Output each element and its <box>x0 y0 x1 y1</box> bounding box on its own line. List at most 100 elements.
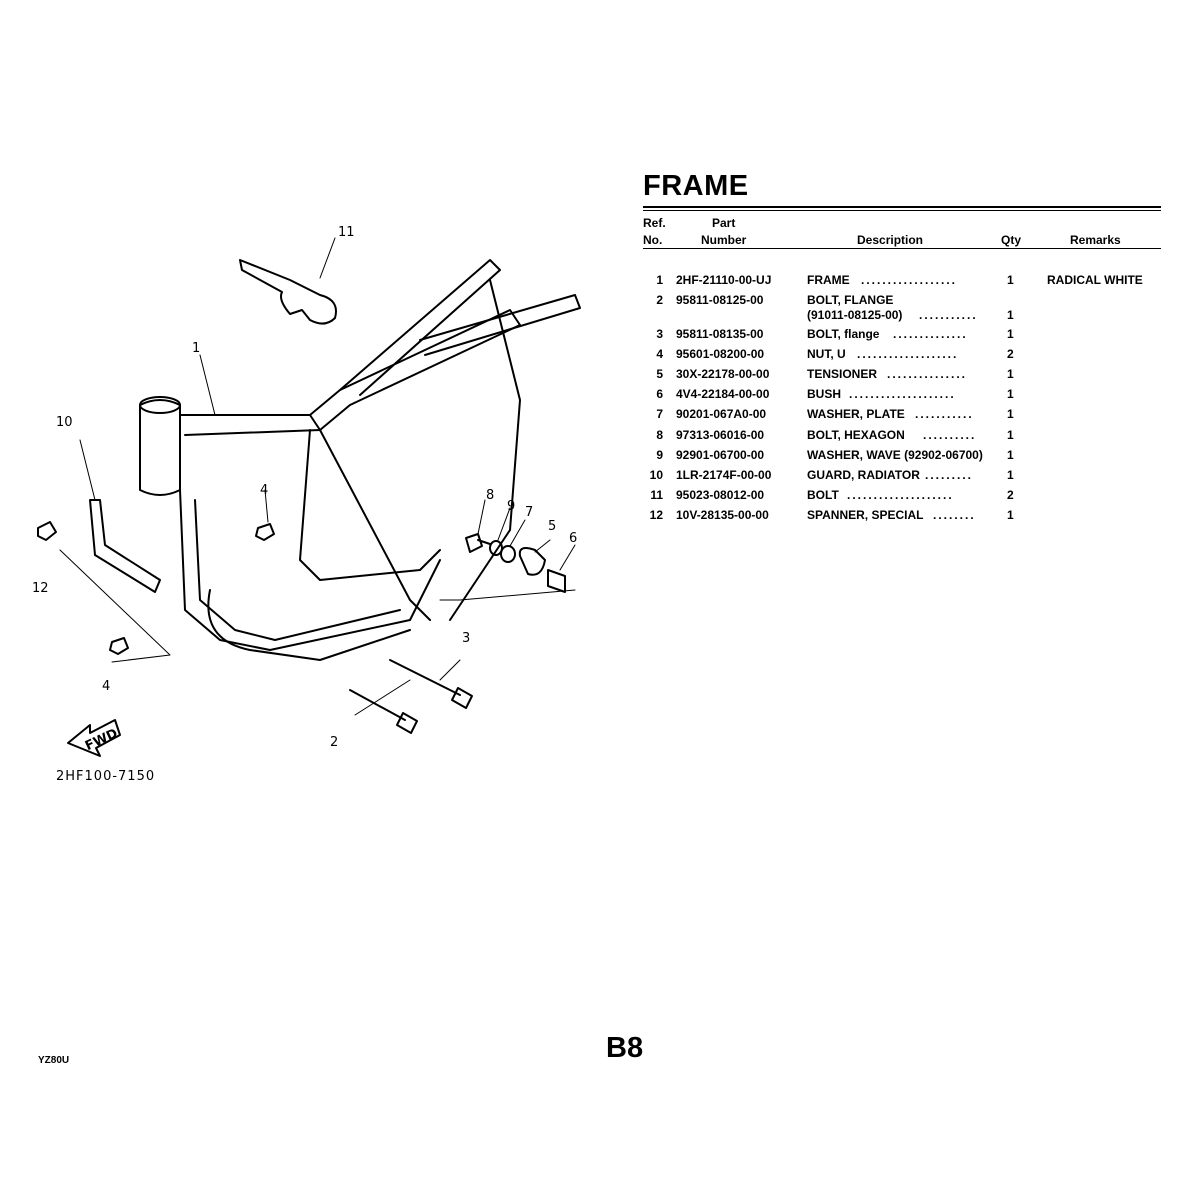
description: BUSH <box>807 387 842 401</box>
bolt-8-drawing <box>465 533 491 553</box>
description: FRAME <box>807 273 850 287</box>
table-row: 11 95023-08012-00 BOLT .................… <box>643 488 1161 508</box>
table-row: 9 92901-06700-00 WASHER, WAVE (92902-067… <box>643 448 1161 468</box>
bolt-2-drawing <box>349 689 406 721</box>
table-row: 1 2HF-21110-00-UJ FRAME ................… <box>643 273 1161 293</box>
nut-4-upper-drawing <box>255 523 275 541</box>
callout-1: 1 <box>192 341 200 356</box>
fwd-arrow <box>67 719 121 757</box>
callout-3: 3 <box>462 631 470 646</box>
description: TENSIONER <box>807 367 878 381</box>
main-frame-drawing <box>179 309 521 436</box>
header-part-line1: Part <box>712 216 736 230</box>
model-code: YZ80U <box>38 1055 70 1066</box>
radiator-guard-drawing <box>89 499 161 593</box>
table-row: 12 10V-28135-00-00 SPANNER, SPECIAL ....… <box>643 508 1161 528</box>
table-row: 3 95811-08135-00 BOLT, flange ..........… <box>643 327 1161 347</box>
ref-no: 6 <box>656 387 663 401</box>
callout-4-upper: 4 <box>260 483 268 498</box>
dot-leader: ........... <box>919 308 978 322</box>
table-row: 7 90201-067A0-00 WASHER, PLATE .........… <box>643 407 1161 427</box>
description-note: (91011-08125-00) <box>807 308 903 322</box>
ref-no: 11 <box>650 488 663 502</box>
part-number: 30X-22178-00-00 <box>676 367 770 381</box>
ref-no: 8 <box>656 428 663 442</box>
part-number: 95023-08012-00 <box>676 488 765 502</box>
dot-leader: .................. <box>861 273 958 287</box>
dot-leader: ........ <box>933 508 976 522</box>
qty: 1 <box>1007 273 1014 287</box>
description: BOLT, FLANGE <box>807 293 894 307</box>
description: SPANNER, SPECIAL <box>807 508 924 522</box>
callout-11: 12 <box>32 581 49 596</box>
callout-2: 2 <box>330 735 338 750</box>
callout-4-lower: 4 <box>102 679 110 694</box>
qty: 1 <box>1007 308 1014 322</box>
washer-9-drawing <box>489 540 503 556</box>
header-part-line2: Number <box>701 233 747 247</box>
header-rule <box>643 248 1161 249</box>
dot-leader: ........... <box>915 407 974 421</box>
table-row: 10 1LR-2174F-00-00 GUARD, RADIATOR .....… <box>643 468 1161 488</box>
part-number: 92901-06700-00 <box>676 448 765 462</box>
description: BOLT, flange <box>807 327 880 341</box>
table-row: 5 30X-22178-00-00 TENSIONER ............… <box>643 367 1161 387</box>
dot-leader: ................... <box>857 347 959 361</box>
callout-8: 8 <box>486 488 494 503</box>
ref-no: 9 <box>656 448 663 462</box>
remarks: RADICAL WHITE <box>1047 273 1143 287</box>
part-number: 1LR-2174F-00-00 <box>676 468 772 482</box>
head-tube-drawing <box>139 399 181 496</box>
description: NUT, U <box>807 347 846 361</box>
callout-10: 10 <box>56 415 73 430</box>
callout-12: 11 <box>338 225 355 240</box>
part-number: 90201-067A0-00 <box>676 407 767 421</box>
callout-7: 7 <box>525 505 533 520</box>
bolt-3-drawing <box>389 659 461 696</box>
dot-leader: ............... <box>887 367 968 381</box>
dot-leader: .................... <box>849 387 956 401</box>
ref-no: 7 <box>656 407 663 421</box>
qty: 1 <box>1007 387 1014 401</box>
ref-no: 10 <box>649 468 663 482</box>
qty: 1 <box>1007 468 1014 482</box>
ref-no: 12 <box>649 508 663 522</box>
part-number: 2HF-21110-00-UJ <box>676 273 772 287</box>
qty: 1 <box>1007 367 1014 381</box>
qty: 1 <box>1007 448 1014 462</box>
header-ref-line2: No. <box>643 233 663 247</box>
page-title: FRAME <box>643 170 749 202</box>
qty: 1 <box>1007 327 1014 341</box>
dot-leader: .................... <box>847 488 954 502</box>
qty: 1 <box>1007 407 1014 421</box>
callout-9: 9 <box>507 499 515 514</box>
part-number: 10V-28135-00-00 <box>676 508 769 522</box>
qty: 2 <box>1007 488 1014 502</box>
part-number: 95811-08125-00 <box>676 293 764 307</box>
header-description: Description <box>857 233 924 247</box>
title-rule <box>643 206 1161 211</box>
fwd-label: FWD <box>83 726 120 754</box>
table-row: 6 4V4-22184-00-00 BUSH .................… <box>643 387 1161 407</box>
description: BOLT, HEXAGON <box>807 428 905 442</box>
tensioner-5-drawing <box>518 547 546 576</box>
dot-leader: ......... <box>925 468 974 482</box>
ref-no: 3 <box>656 327 663 341</box>
part-number: 95601-08200-00 <box>676 347 765 361</box>
description: GUARD, RADIATOR <box>807 468 920 482</box>
dot-leader: .............. <box>893 327 968 341</box>
frame-exploded-diagram: 11 1 10 12 4 4 2 3 8 9 7 5 6 FWD 2HF100-… <box>20 200 620 800</box>
bolt-11-drawing <box>37 521 57 541</box>
part-number: 95811-08135-00 <box>676 327 764 341</box>
ref-no: 4 <box>656 347 663 361</box>
header-remarks: Remarks <box>1070 233 1121 247</box>
part-number: 4V4-22184-00-00 <box>676 387 770 401</box>
description: WASHER, PLATE <box>807 407 905 421</box>
drawing-code: 2HF100-7150 <box>56 769 155 784</box>
table-row: 4 95601-08200-00 NUT, U ................… <box>643 347 1161 367</box>
ref-no: 2 <box>656 293 663 307</box>
table-row: 2 95811-08125-00 BOLT, FLANGE (91011-081… <box>643 293 1161 327</box>
spanner-drawing <box>239 259 337 325</box>
bush-6-drawing <box>547 569 566 593</box>
washer-7-drawing <box>500 545 516 563</box>
